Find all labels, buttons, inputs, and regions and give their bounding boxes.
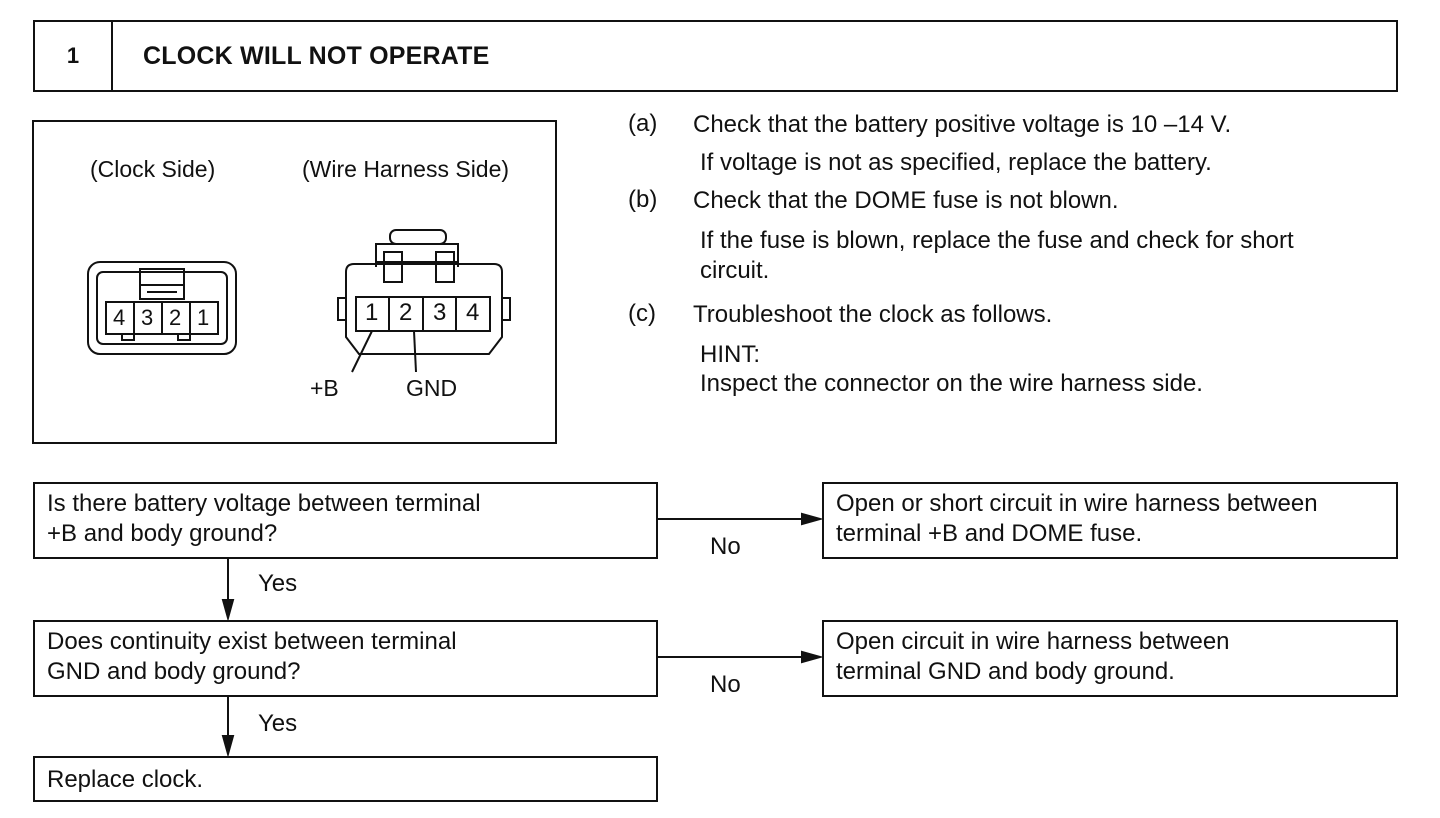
question-1-box: Is there battery voltage between termina… — [33, 482, 658, 559]
final-action-text: Replace clock. — [47, 766, 204, 793]
result-2-line1: Open circuit in wire harness between — [836, 628, 1230, 655]
yes-arrowhead-2-icon — [221, 735, 235, 758]
no-label-1: No — [710, 533, 741, 560]
final-action-box: Replace clock. — [33, 756, 658, 802]
step-b-text: Check that the DOME fuse is not blown. — [693, 187, 1119, 214]
clock-terminal-4: 4 — [113, 305, 126, 330]
result-2-line2: terminal GND and body ground. — [836, 658, 1175, 685]
clock-terminal-2: 2 — [169, 305, 182, 330]
no-arrowhead-1-icon — [801, 512, 824, 526]
terminal-b-label: +B — [310, 375, 339, 401]
step-b-note-cont: circuit. — [700, 257, 770, 284]
step-a-note: If voltage is not as specified, replace … — [700, 149, 1212, 176]
clock-side-label: (Clock Side) — [90, 156, 216, 182]
harness-terminal-2: 2 — [399, 299, 413, 326]
question-2-line1: Does continuity exist between terminal — [47, 628, 457, 655]
question-2-box: Does continuity exist between terminal G… — [33, 620, 658, 697]
harness-side-label: (Wire Harness Side) — [302, 156, 510, 182]
section-header: 1 CLOCK WILL NOT OPERATE — [33, 20, 1398, 92]
result-1-line2: terminal +B and DOME fuse. — [836, 520, 1143, 547]
step-c-text: Troubleshoot the clock as follows. — [693, 301, 1053, 328]
result-2-box: Open circuit in wire harness between ter… — [822, 620, 1398, 697]
question-2-line2: GND and body ground? — [47, 658, 301, 685]
no-label-2: No — [710, 671, 741, 698]
hint-label: HINT: — [700, 341, 760, 368]
yes-arrowhead-1-icon — [221, 599, 235, 622]
section-number: 1 — [35, 22, 113, 90]
step-c-letter: (c) — [628, 300, 656, 327]
no-arrowhead-2-icon — [801, 650, 824, 664]
section-title: CLOCK WILL NOT OPERATE — [143, 41, 490, 70]
connector-drawing — [87, 229, 511, 373]
step-a-text: Check that the battery positive voltage … — [693, 111, 1232, 138]
step-b-note: If the fuse is blown, replace the fuse a… — [700, 227, 1294, 254]
question-1-line1: Is there battery voltage between termina… — [47, 490, 481, 517]
hint-text: Inspect the connector on the wire harnes… — [700, 370, 1203, 397]
harness-terminal-3: 3 — [433, 299, 447, 326]
terminal-gnd-label: GND — [406, 375, 458, 401]
harness-connector-icon — [337, 229, 511, 373]
clock-terminal-1: 1 — [197, 305, 210, 330]
result-1-line1: Open or short circuit in wire harness be… — [836, 490, 1318, 517]
step-a-letter: (a) — [628, 110, 658, 137]
step-b-letter: (b) — [628, 186, 658, 213]
harness-terminal-4: 4 — [466, 299, 480, 326]
clock-terminal-3: 3 — [141, 305, 154, 330]
result-1-box: Open or short circuit in wire harness be… — [822, 482, 1398, 559]
yes-label-1: Yes — [258, 570, 298, 597]
harness-terminal-1: 1 — [365, 299, 379, 326]
question-1-line2: +B and body ground? — [47, 520, 278, 547]
clock-connector-icon — [87, 261, 237, 355]
yes-label-2: Yes — [258, 710, 298, 737]
connector-diagram: (Clock Side) (Wire Harness Side) — [32, 120, 557, 444]
